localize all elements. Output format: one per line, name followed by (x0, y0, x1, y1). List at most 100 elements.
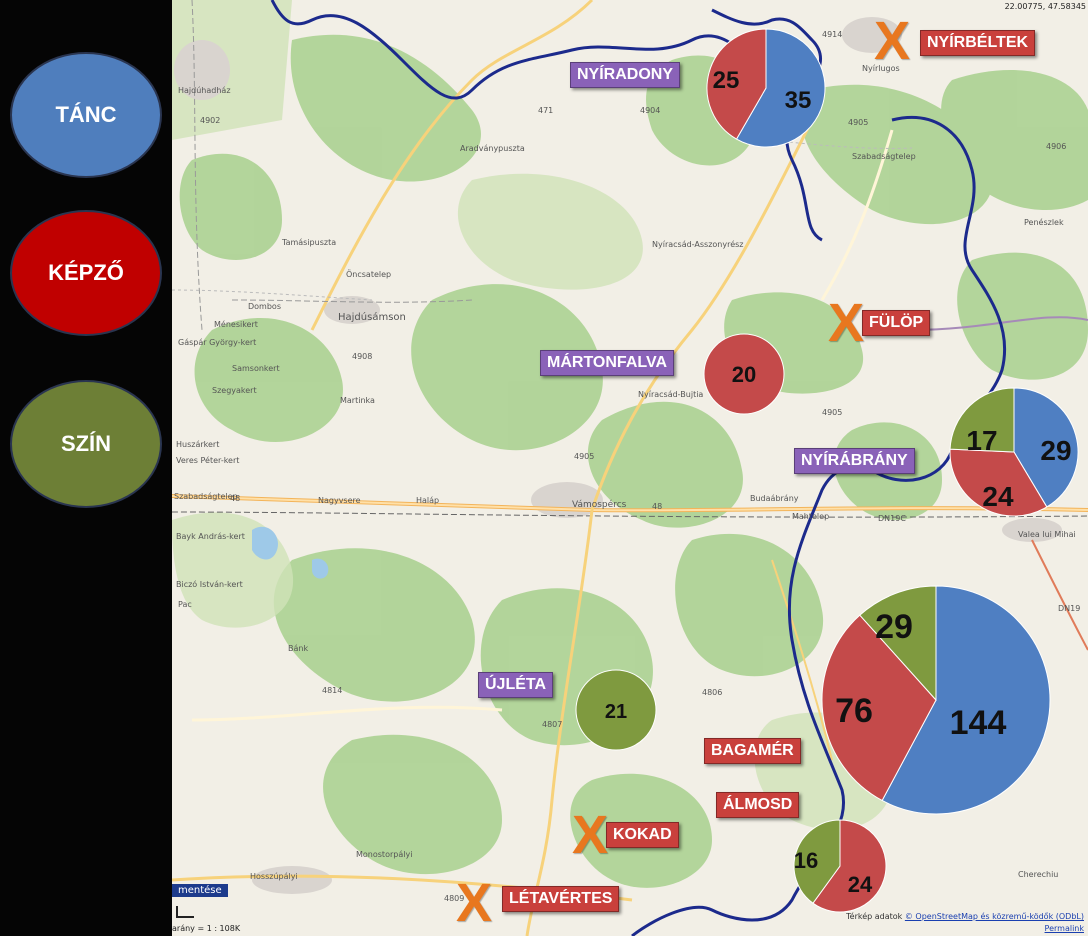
coords-readout: 22.00775, 47.58345 (1004, 2, 1086, 11)
road-4905a: 4905 (848, 118, 869, 127)
town-peneszlek: Penészlek (1024, 218, 1064, 227)
town-nyirlugos: Nyírlugos (862, 64, 900, 73)
road-4905c: 4905 (574, 452, 595, 461)
pie-slice-almosd-szin (793, 819, 841, 904)
town-szabadsagtelep-w: Szabadságtelep (174, 492, 238, 501)
scale-bar (176, 906, 194, 918)
roads (172, 0, 1088, 936)
town-aradvanypuszta: Aradványpuszta (460, 144, 525, 153)
pie-value-bagamer-kepzo: 76 (835, 692, 873, 730)
town-nyiracsad-bujtia: Nyíracsád-Bujtia (638, 390, 704, 399)
road-48a: 48 (230, 494, 241, 503)
pie-value-bagamer-szin: 29 (875, 608, 913, 646)
pie-value-nyiradony-tanc: 35 (785, 87, 812, 114)
town-cherechiu: Cherechiu (1018, 870, 1059, 879)
pie-value-almosd-kepzo: 24 (848, 872, 873, 897)
town-huszarkert: Huszárkert (176, 440, 220, 449)
legend-szin: SZÍN (10, 380, 162, 508)
attribution: Térkép adatok © OpenStreetMap és közremű… (846, 912, 1084, 921)
pie-value-martonfalva-kepzo: 20 (732, 362, 756, 387)
town-samsonkert: Samsonkert (232, 364, 280, 373)
town-monostorpalyi: Monostorpályi (356, 850, 413, 859)
save-map-label: mentése (178, 885, 222, 896)
town-nagyvsere: Nagyvsere (318, 496, 361, 505)
town-bayk: Bayk András-kert (176, 532, 245, 541)
road-471: 471 (538, 106, 554, 115)
pie-slice-bagamer-kepzo (821, 614, 937, 802)
legend-tanc-label: TÁNC (55, 102, 117, 127)
label-martonfalva: MÁRTONFALVA (540, 350, 674, 376)
pie-value-almosd-szin: 16 (794, 848, 818, 873)
label-ujleta: ÚJLÉTA (478, 672, 554, 698)
town-vamospercs: Vámospércs (572, 500, 627, 510)
town-pac: Pac (178, 600, 192, 609)
attribution-prefix: Térkép adatok (846, 912, 903, 921)
town-szegyakert: Szegyakert (212, 386, 257, 395)
road-4905b: 4905 (822, 408, 843, 417)
legend-kepzo: KÉPZŐ (10, 210, 162, 336)
town-bank: Bánk (288, 644, 309, 653)
lakes (252, 526, 329, 579)
town-martinka: Martinka (340, 396, 375, 405)
road-4806: 4806 (702, 688, 723, 697)
pie-slice-nyiradony-kepzo (706, 28, 767, 140)
pie-slice-nyirabrany-kepzo (949, 448, 1048, 517)
road-4904: 4904 (640, 106, 661, 115)
pie-slice-nyirabrany-tanc (1013, 387, 1079, 508)
label-kokad: KOKAD (606, 822, 679, 848)
save-map-button[interactable]: mentése (172, 884, 228, 897)
town-mahtelep: Mahtelep (792, 512, 830, 521)
pie-value-nyiradony-kepzo: 25 (713, 67, 740, 94)
pie-slice-martonfalva-kepzo (703, 333, 785, 415)
label-nyirabrany: NYÍRÁBRÁNY (794, 448, 915, 474)
town-halap: Haláp (416, 496, 440, 505)
x-fulop: X (828, 293, 865, 353)
town-nyiracsad-asszonyresz: Nyíracsád-Asszonyrész (652, 240, 744, 249)
road-4906: 4906 (1046, 142, 1067, 151)
town-oncsatelep: Öncsatelep (346, 270, 392, 279)
permalink-link[interactable]: Permalink (1044, 924, 1084, 933)
town-biczo: Biczó István-kert (176, 580, 243, 589)
pie-value-bagamer-tanc: 144 (950, 704, 1007, 742)
pie-slice-almosd-kepzo (812, 819, 887, 913)
permalink-container: Permalink (1045, 924, 1084, 933)
label-letavertes: LÉTAVÉRTES (502, 886, 620, 912)
road-4902: 4902 (200, 116, 221, 125)
x-letavertes: X (456, 873, 493, 933)
label-fulop: FÜLÖP (862, 310, 931, 336)
label-bagamer: BAGAMÉR (704, 738, 801, 764)
legend-tanc: TÁNC (10, 52, 162, 178)
scale-text: arány = 1 : 108K (172, 924, 241, 933)
road-4807: 4807 (542, 720, 563, 729)
town-tamasipuszta: Tamásipuszta (282, 238, 337, 247)
osm-link[interactable]: © OpenStreetMap és közremű-ködők (ODbL) (904, 912, 1084, 921)
pie-slice-bagamer-tanc (881, 585, 1051, 815)
road-4908: 4908 (352, 352, 373, 361)
label-nyirbeltek: NYÍRBÉLTEK (920, 30, 1036, 56)
pie-slice-bagamer-szin (859, 585, 937, 702)
pie-slice-nyirabrany-szin (949, 387, 1015, 453)
road-4914: 4914 (822, 30, 843, 39)
pie-slice-nyiradony-tanc (735, 28, 826, 148)
legend-panel: TÁNC KÉPZŐ SZÍN (0, 0, 172, 936)
town-veres-peter: Veres Péter-kert (176, 456, 240, 465)
label-almosd: ÁLMOSD (716, 792, 800, 818)
town-gaspar: Gáspár György-kert (178, 338, 257, 347)
road-4814: 4814 (322, 686, 343, 695)
pie-value-ujleta-szin: 21 (605, 701, 627, 723)
legend-kepzo-label: KÉPZŐ (48, 260, 124, 285)
legend-szin-label: SZÍN (60, 431, 112, 456)
label-nyiradony: NYÍRADONY (570, 62, 681, 88)
town-hajduhadhaz: Hajdúhadház (178, 86, 231, 95)
pie-value-nyirabrany-tanc: 29 (1040, 435, 1071, 466)
town-szabadsagtelep-n: Szabadságtelep (852, 152, 916, 161)
x-nyirbeltek: X (874, 11, 911, 71)
road-4809: 4809 (444, 894, 465, 903)
road-48b: 48 (652, 502, 663, 511)
town-budaabrany: Budaábrány (750, 494, 799, 503)
road-dn19c: DN19C (878, 514, 906, 523)
